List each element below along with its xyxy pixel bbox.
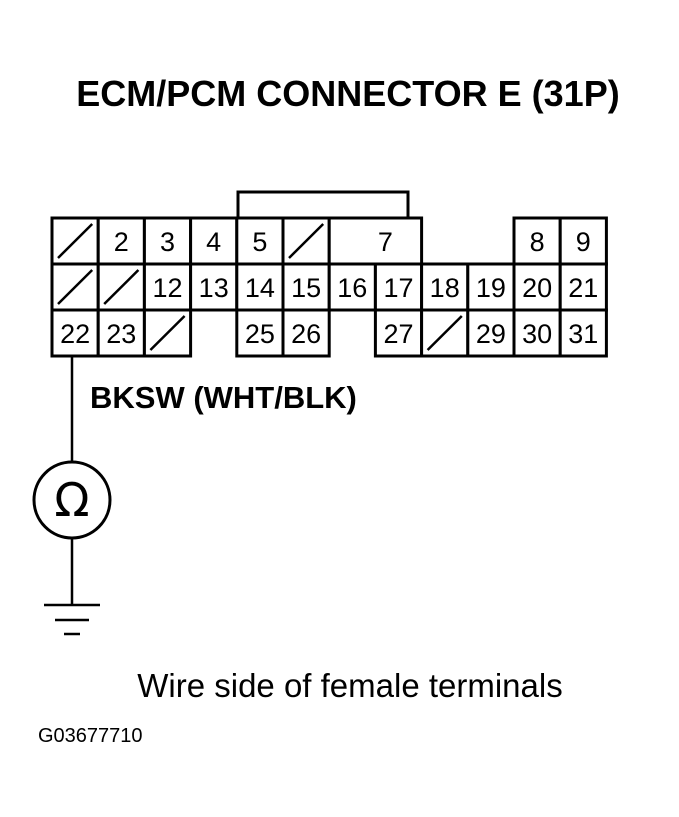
- unused-terminal-mark: [426, 315, 463, 351]
- terminal-number: 30: [522, 319, 552, 349]
- terminal-number: 13: [199, 273, 229, 303]
- terminal-number: 9: [576, 227, 591, 257]
- terminal-number: 20: [522, 273, 552, 303]
- terminal-27: [373, 308, 424, 358]
- wire-label: BKSW (WHT/BLK): [90, 380, 357, 415]
- terminal-29: [466, 308, 516, 358]
- terminal-number: 3: [160, 227, 175, 257]
- terminal-31: [558, 308, 608, 358]
- caption: Wire side of female terminals: [137, 667, 562, 704]
- unused-terminal-mark: [57, 269, 94, 305]
- connector-e-face: [236, 190, 410, 218]
- unused-terminal-mark: [57, 223, 94, 259]
- terminal-number: 16: [337, 273, 367, 303]
- terminal-number: 5: [252, 227, 267, 257]
- terminal-26: [281, 308, 331, 358]
- ohm-symbol: Ω: [54, 473, 89, 527]
- figure-code: G03677710: [38, 725, 143, 747]
- ground-icon: [44, 603, 100, 636]
- terminal-13: [189, 262, 239, 312]
- diagram-title: ECM/PCM CONNECTOR E (31P): [76, 73, 619, 114]
- terminal-number: 8: [530, 227, 545, 257]
- terminal-number: 31: [568, 319, 598, 349]
- terminal-8: [512, 216, 562, 266]
- terminal-12: [142, 262, 193, 312]
- terminal-number: 7: [378, 227, 393, 257]
- terminal-number: 26: [291, 319, 321, 349]
- terminal-number: 19: [476, 273, 506, 303]
- unused-terminal-mark: [288, 223, 325, 259]
- terminal-number: 22: [60, 319, 90, 349]
- terminal-23: [96, 308, 146, 358]
- connector-latch: [236, 190, 410, 218]
- unused-terminal-mark: [149, 315, 186, 351]
- terminal-number: 15: [291, 273, 321, 303]
- terminal-22: [50, 308, 100, 358]
- terminal-number: 29: [476, 319, 506, 349]
- terminal-number: 18: [430, 273, 460, 303]
- unused-terminal-mark: [103, 269, 140, 305]
- terminal-number: 27: [383, 319, 413, 349]
- terminal-number: 14: [245, 273, 275, 303]
- terminal-number: 25: [245, 319, 275, 349]
- terminal-7: [327, 216, 424, 266]
- terminal-number: 12: [152, 273, 182, 303]
- terminal-number: 17: [383, 273, 413, 303]
- terminal-30: [512, 308, 562, 358]
- terminal-20: [512, 262, 562, 312]
- terminal-number: 2: [114, 227, 129, 257]
- terminal-number: 4: [206, 227, 221, 257]
- terminal-number: 21: [568, 273, 598, 303]
- terminal-number: 23: [106, 319, 136, 349]
